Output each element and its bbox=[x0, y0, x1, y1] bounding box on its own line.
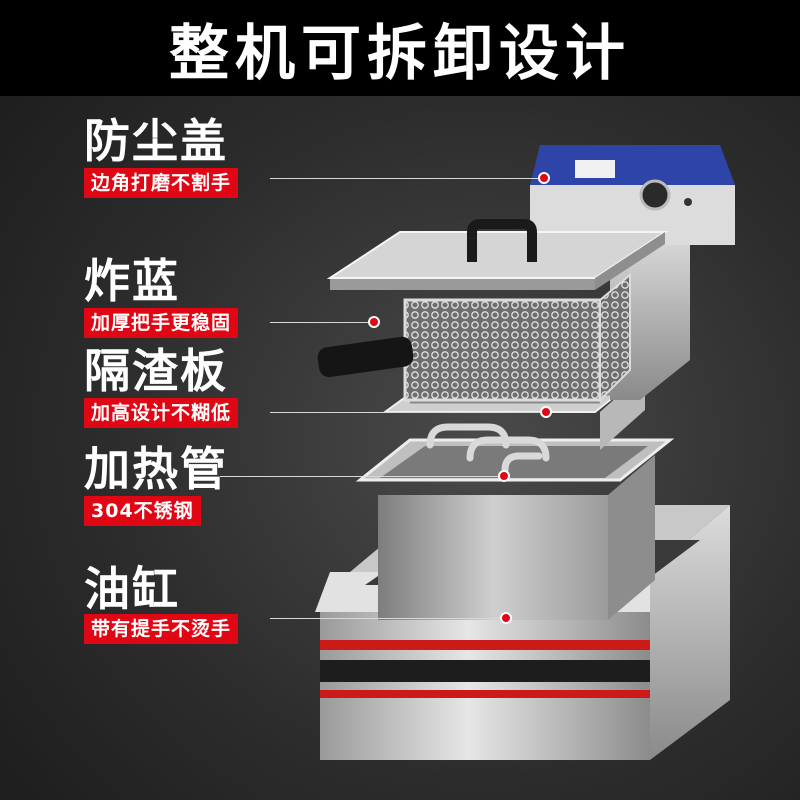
part-label-filter-plate: 隔渣板 bbox=[84, 344, 228, 398]
leader-line-oil-tank bbox=[270, 618, 502, 619]
marker-dot-oil-tank bbox=[500, 612, 512, 624]
part-tag-heating-tube: 304不锈钢 bbox=[84, 496, 201, 526]
oil-tank bbox=[355, 438, 675, 620]
part-tag-oil-tank: 带有提手不烫手 bbox=[84, 614, 239, 644]
leader-line-filter-plate bbox=[270, 412, 542, 413]
frying-basket bbox=[317, 272, 631, 403]
dust-lid bbox=[326, 219, 669, 290]
title-bar: 整机可拆卸设计 bbox=[0, 0, 800, 96]
part-label-basket: 炸蓝 bbox=[84, 254, 180, 308]
control-unit bbox=[530, 145, 735, 400]
part-tag-dust-cover: 边角打磨不割手 bbox=[84, 168, 239, 198]
part-label-oil-tank: 油缸 bbox=[84, 562, 180, 616]
leader-line-basket bbox=[270, 322, 370, 323]
part-tag-filter-plate: 加高设计不糊低 bbox=[84, 398, 239, 428]
marker-dot-dust-cover bbox=[538, 172, 550, 184]
part-label-heating-tube: 加热管 bbox=[84, 442, 228, 496]
heating-tube bbox=[426, 423, 550, 474]
leader-line-dust-cover bbox=[270, 178, 540, 179]
part-tag-basket: 加厚把手更稳固 bbox=[84, 308, 239, 338]
part-label-dust-cover: 防尘盖 bbox=[84, 114, 228, 168]
page-title: 整机可拆卸设计 bbox=[169, 18, 631, 89]
leader-line-heating-tube bbox=[220, 476, 500, 477]
marker-dot-basket bbox=[368, 316, 380, 328]
marker-dot-filter-plate bbox=[540, 406, 552, 418]
marker-dot-heating-tube bbox=[498, 470, 510, 482]
